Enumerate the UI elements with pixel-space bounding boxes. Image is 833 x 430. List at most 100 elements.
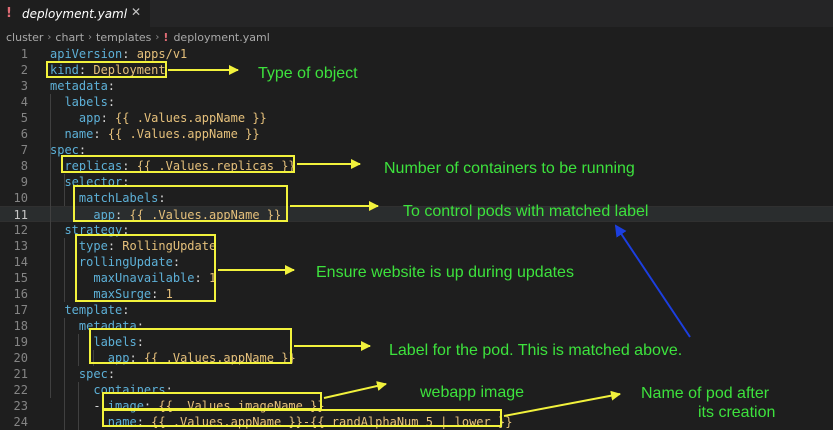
code-token [50, 95, 64, 109]
code-token [50, 335, 93, 349]
code-token: Deployment [93, 63, 166, 77]
code-line[interactable]: 8 replicas: {{ .Values.replicas }} [0, 158, 833, 174]
tab-deployment-yaml[interactable]: ! deployment.yaml ✕ [0, 0, 150, 27]
line-number: 7 [20, 143, 28, 157]
code-line[interactable]: 7 spec: [0, 142, 833, 158]
code-line[interactable]: 11 app: {{ .Values.appName }} [0, 206, 833, 222]
code-token: {{ [107, 127, 123, 141]
code-token: {{ [115, 111, 130, 125]
code-text: app: {{ .Values.appName }} [50, 110, 267, 126]
indent-guide [64, 238, 65, 302]
chevron-right-icon: › [155, 31, 160, 43]
code-token: .Values.appName [122, 127, 246, 141]
code-token [50, 383, 93, 397]
code-token: .Values.replicas [151, 159, 282, 173]
code-token: metadata [50, 79, 108, 93]
annotation-control-pods: To control pods with matched label [403, 203, 649, 220]
line-number: 4 [20, 95, 28, 109]
code-text: metadata: [50, 78, 115, 94]
highlight-name [102, 409, 502, 427]
highlight-image [102, 392, 322, 410]
code-token: kind [50, 63, 79, 77]
code-line[interactable]: 16 maxSurge: 1 [0, 286, 833, 302]
code-token: strategy [64, 223, 123, 237]
code-token: }} [266, 208, 282, 222]
breadcrumb-item-templates[interactable]: templates [96, 30, 152, 44]
code-token: replicas [64, 159, 123, 173]
highlight-kind [46, 61, 167, 78]
breadcrumb-item-file[interactable]: deployment.yaml [173, 30, 270, 44]
tab-bar: ! deployment.yaml ✕ [0, 0, 833, 27]
code-token: 1 [165, 287, 173, 301]
indent-guide [64, 174, 65, 206]
code-token: RollingUpdate [122, 239, 217, 253]
code-token: : [172, 255, 181, 269]
code-line[interactable]: 17 template: [0, 302, 833, 318]
code-token: spec [50, 143, 79, 157]
line-number: 13 [13, 239, 28, 253]
code-token: : [93, 127, 108, 141]
code-token: : [122, 223, 130, 237]
code-text: labels: [50, 94, 115, 110]
code-text: strategy: [50, 222, 129, 238]
code-token: {{ [143, 351, 159, 365]
breadcrumb: cluster › chart › templates › ! deployme… [0, 28, 833, 46]
code-token: : [107, 79, 116, 93]
code-token: 1 [208, 271, 217, 285]
code-line[interactable]: 20 app: {{ .Values.appName }} [0, 350, 833, 366]
code-text: rollingUpdate: [50, 254, 180, 270]
close-icon[interactable]: ✕ [131, 5, 142, 19]
code-token: : [107, 95, 116, 109]
breadcrumb-item-chart[interactable]: chart [55, 30, 85, 44]
code-token: .Values.appName [158, 351, 282, 365]
code-line[interactable]: 4 labels: [0, 94, 833, 110]
annotation-pod-name-line2: its creation [698, 404, 776, 421]
code-token: : [78, 143, 87, 157]
code-token: : [136, 319, 144, 333]
code-token: matchLabels [78, 191, 159, 205]
code-line[interactable]: 21 spec: [0, 366, 833, 382]
code-token: .Values.appName [129, 111, 253, 125]
annotation-pod-label: Label for the pod. This is matched above… [389, 342, 683, 359]
code-token: : [107, 367, 116, 381]
code-text: replicas: {{ .Values.replicas }} [50, 158, 296, 174]
code-line[interactable]: 6 name: {{ .Values.appName }} [0, 126, 833, 142]
code-text: name: {{ .Values.appName }} [50, 126, 260, 142]
code-editor[interactable]: 24 name: {{ .Values.appName }}-{{ randAl… [0, 46, 833, 430]
code-text: apiVersion: apps/v1 [50, 46, 187, 62]
code-line[interactable]: 10 matchLabels: [0, 190, 833, 206]
code-token: maxSurge [93, 287, 152, 301]
yaml-file-icon: ! [6, 6, 12, 21]
code-token: app [93, 208, 116, 222]
code-token: - [93, 399, 101, 413]
breadcrumb-item-cluster[interactable]: cluster [6, 30, 44, 44]
code-token: }} [281, 159, 296, 173]
annotation-pod-name-line1: Name of pod after [641, 385, 770, 402]
code-token: - [302, 415, 311, 429]
code-token: : [165, 383, 173, 397]
chevron-right-icon: › [47, 31, 52, 43]
code-token: }} [245, 127, 260, 141]
line-number: 11 [13, 208, 28, 222]
code-token: : [122, 47, 137, 61]
code-line[interactable]: 14 rollingUpdate: [0, 254, 833, 270]
indent-guide [78, 382, 79, 430]
code-line[interactable]: 19 labels: [0, 334, 833, 350]
code-line[interactable]: 13 type: RollingUpdate [0, 238, 833, 254]
code-line[interactable]: 12 strategy: [0, 222, 833, 238]
highlight-strategy [75, 234, 216, 302]
indent-guide [64, 318, 65, 430]
code-token: : [143, 399, 159, 413]
line-number: 14 [13, 255, 28, 269]
code-token: rollingUpdate [78, 255, 173, 269]
code-token [50, 303, 64, 317]
line-number: 24 [13, 415, 28, 429]
code-text: maxUnavailable: 1 [50, 270, 216, 286]
code-line[interactable]: 5 app: {{ .Values.appName }} [0, 110, 833, 126]
code-token: app [78, 111, 101, 125]
code-token: : [122, 175, 130, 189]
code-line[interactable]: 15 maxUnavailable: 1 [0, 270, 833, 286]
